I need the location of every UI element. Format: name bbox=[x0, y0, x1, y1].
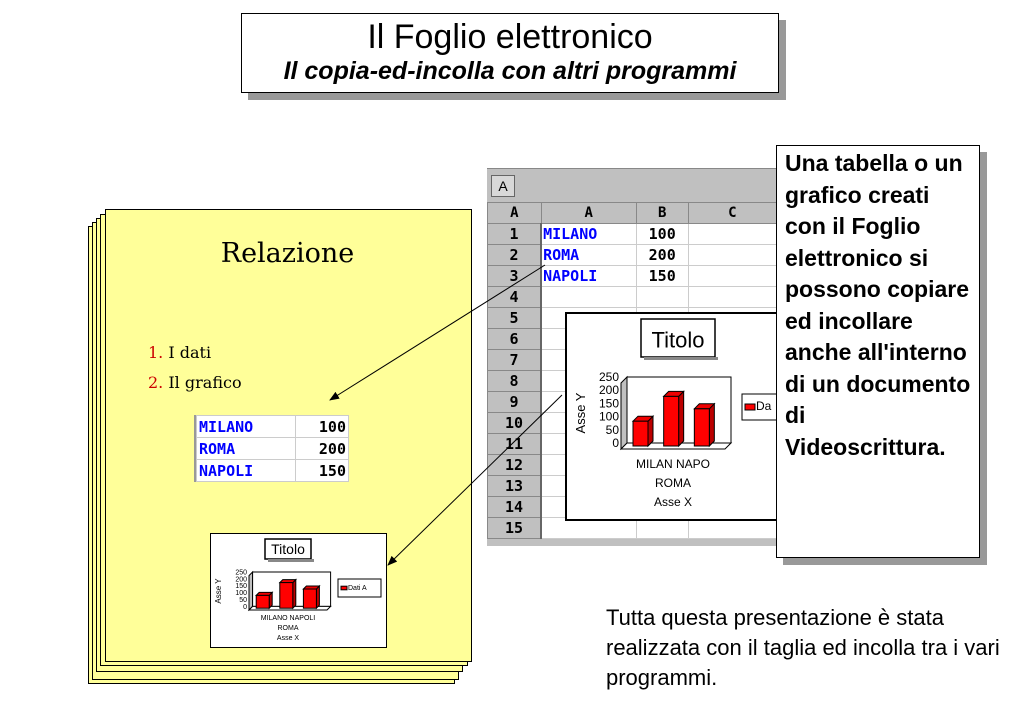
x-axis-label: Asse X bbox=[277, 635, 300, 642]
y-tick-label: 150 bbox=[235, 583, 247, 590]
y-tick-label: 250 bbox=[599, 370, 619, 384]
y-tick-label: 50 bbox=[606, 423, 620, 437]
y-tick-label: 0 bbox=[612, 436, 619, 450]
row-header[interactable]: 11 bbox=[487, 433, 543, 455]
row-header[interactable]: 8 bbox=[487, 370, 543, 392]
slide-title: Il Foglio elettronico bbox=[367, 18, 653, 56]
y-tick-label: 200 bbox=[599, 383, 619, 397]
row-header[interactable]: 6 bbox=[487, 328, 543, 350]
y-tick-label: 0 bbox=[243, 604, 247, 611]
shadow bbox=[644, 357, 718, 360]
legend-swatch bbox=[744, 403, 756, 411]
arrow-chart bbox=[387, 394, 563, 566]
row-header[interactable]: 7 bbox=[487, 349, 543, 371]
legend-label: Dati A bbox=[348, 585, 367, 592]
y-tick-label: 250 bbox=[235, 569, 247, 576]
callout-box: Una tabella o un grafico creati con il F… bbox=[776, 145, 980, 558]
bar-roma bbox=[279, 582, 294, 609]
y-tick-label: 200 bbox=[235, 576, 247, 583]
y-tick-label: 150 bbox=[599, 396, 619, 410]
column-header[interactable]: C bbox=[687, 202, 777, 224]
row-header[interactable]: 4 bbox=[487, 286, 543, 308]
list-label: I dati bbox=[168, 343, 212, 362]
title-box: Il Foglio elettronico Il copia-ed-incoll… bbox=[241, 13, 779, 93]
cell[interactable]: NAPOLI bbox=[540, 265, 637, 287]
bar-roma bbox=[663, 395, 680, 447]
bar-napoli bbox=[693, 408, 710, 447]
bar-milano bbox=[255, 594, 270, 609]
bar-milano bbox=[632, 420, 649, 447]
shadow bbox=[268, 559, 314, 562]
x-tick-label: ROMA bbox=[655, 476, 691, 490]
sheet-tab[interactable]: A bbox=[491, 175, 515, 197]
chart-title: Titolo bbox=[271, 541, 305, 557]
legend-box bbox=[337, 578, 382, 598]
value-cell: 150 bbox=[295, 459, 349, 482]
legend-label: Da bbox=[756, 399, 772, 413]
chart-title: Titolo bbox=[652, 328, 705, 353]
list-label: Il grafico bbox=[168, 373, 242, 392]
x-tick-label: ROMA bbox=[278, 625, 299, 632]
bar-napoli bbox=[302, 588, 317, 609]
list-item: 2. Il grafico bbox=[148, 373, 242, 392]
sheet-row: 15 bbox=[487, 517, 777, 539]
cell[interactable]: 100 bbox=[635, 223, 689, 245]
y-axis-label: Asse Y bbox=[214, 578, 223, 604]
row-header[interactable]: 13 bbox=[487, 475, 543, 497]
list-number: 2. bbox=[148, 373, 164, 392]
row-header[interactable]: 15 bbox=[487, 517, 543, 539]
row-header[interactable]: 12 bbox=[487, 454, 543, 476]
y-tick-label: 50 bbox=[239, 597, 247, 604]
y-tick-label: 100 bbox=[599, 410, 619, 424]
chart-title-box bbox=[640, 318, 716, 358]
value-cell: 200 bbox=[295, 437, 349, 460]
list-number: 1. bbox=[148, 343, 164, 362]
bottom-note: Tutta questa presentazione è stata reali… bbox=[606, 605, 1000, 690]
x-axis-label: Asse X bbox=[654, 495, 692, 509]
row-header[interactable]: 2 bbox=[487, 244, 543, 266]
x-tick-label: MILANO NAPOLI bbox=[261, 615, 316, 622]
list-item: 1. I dati bbox=[148, 343, 211, 362]
city-cell: NAPOLI bbox=[196, 459, 296, 482]
document-heading: Relazione bbox=[220, 238, 355, 269]
cell[interactable]: 150 bbox=[635, 265, 689, 287]
y-tick-label: 100 bbox=[235, 590, 247, 597]
x-tick-label: MILAN NAPO bbox=[636, 457, 710, 471]
arrow-table bbox=[329, 264, 546, 401]
row-header[interactable]: 3 bbox=[487, 265, 543, 287]
y-axis-label: Asse Y bbox=[573, 392, 588, 433]
slide-subtitle: Il copia-ed-incolla con altri programmi bbox=[283, 57, 737, 85]
legend-swatch bbox=[340, 585, 348, 591]
value-cell: 100 bbox=[295, 415, 349, 438]
